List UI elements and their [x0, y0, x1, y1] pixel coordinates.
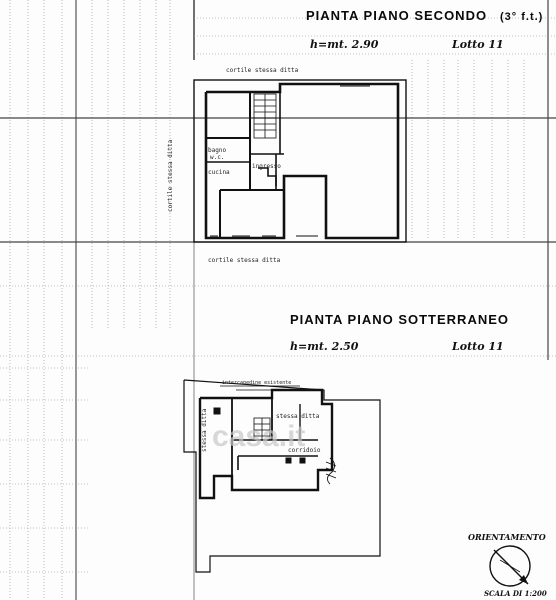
upper-plan-lot: Lotto 11 [451, 38, 504, 51]
upper-courtyard-bottom-label: cortile stessa ditta [208, 257, 281, 264]
room-wc-label: w.c. [210, 154, 224, 161]
window-marks-upper [205, 85, 370, 237]
lower-plan-height: h=mt. 2.50 [290, 340, 359, 353]
staircase-lower [253, 417, 271, 441]
room-kitchen-label: cucina [208, 169, 230, 176]
room-bath-label: bagno [208, 147, 226, 154]
compass-arrowhead [519, 575, 528, 584]
upper-courtyard-side-label: cortile stessa ditta [167, 139, 174, 212]
upper-courtyard-top-label: cortile stessa ditta [226, 67, 299, 74]
upper-plan-title: PIANTA PIANO SECONDO [306, 8, 487, 23]
watermark: casa.it [212, 420, 305, 453]
staircase-upper [253, 93, 277, 139]
lower-plan-title: PIANTA PIANO SOTTERRANEO [290, 312, 509, 327]
lower-plan-lot: Lotto 11 [451, 340, 504, 353]
corridor-label: corridoio [288, 447, 321, 454]
compass-circle [489, 545, 531, 587]
basement-plan [183, 379, 381, 573]
hatched-wall [325, 457, 337, 485]
lower-room-left-label: stessa ditta [201, 408, 208, 452]
orientation-label: ORIENTAMENTO [468, 532, 546, 542]
second-floor-plan [193, 79, 407, 243]
upper-plan-title-suffix: (3° f.t.) [500, 11, 543, 23]
room-entry-label: ingresso [252, 163, 281, 170]
upper-plan-height: h=mt. 2.90 [310, 38, 379, 51]
lower-room-right-label: stessa ditta [276, 413, 320, 420]
lower-note-top: intercapedine esistente [222, 380, 291, 386]
scale-label: SCALA DI 1:200 [484, 589, 547, 598]
orientation-compass: ORIENTAMENTO SCALA DI 1:200 [468, 532, 547, 598]
